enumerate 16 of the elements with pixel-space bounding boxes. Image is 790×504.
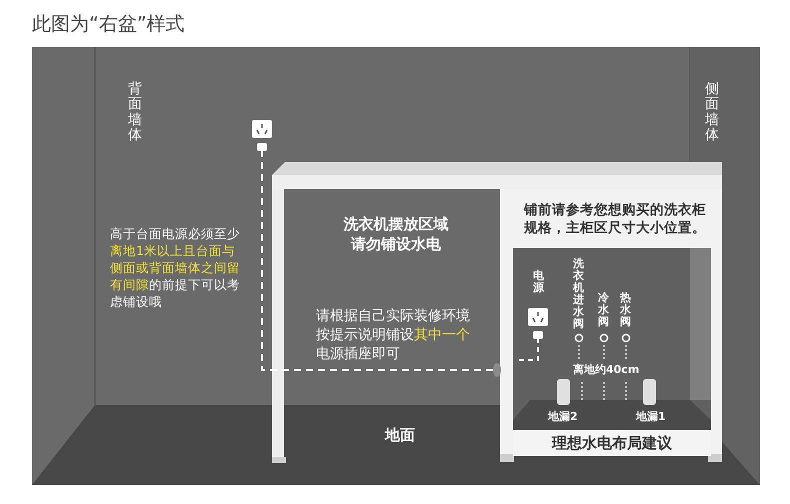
zone-label: 洗衣机摆放区域请勿铺设水电 (342, 214, 450, 254)
inset-title: 理想水电布局建议 (550, 433, 673, 454)
wall-label: 背面墙体 (128, 82, 142, 144)
note-text: 高于台面电源必须至少离地1米以上且台面与侧面或背面墙体之间留有间隙的前提下可以考虑铺设哦 (110, 226, 241, 310)
valve-label: 冷水阀 (598, 292, 609, 328)
wall-label: 侧面墙体 (705, 82, 719, 144)
floor-label: 地面 (385, 425, 415, 446)
note-text: 铺前请参考您想购买的洗衣柜规格，主柜区尺寸大小位置。 (524, 201, 707, 238)
valve-label: 洗衣机进水阀 (573, 258, 584, 331)
height-label: 离地约40cm (573, 363, 640, 378)
drain-label: 地漏2 (548, 410, 578, 425)
valve-label: 热水阀 (620, 292, 631, 328)
outlet-label: 电源 (533, 270, 544, 294)
drain-label: 地漏1 (636, 410, 666, 425)
note-text: 请根据自己实际装修环境按提示说明铺设其中一个电源插座即可 (316, 307, 471, 364)
page-title: 此图为“右盆”样式 (32, 12, 185, 37)
